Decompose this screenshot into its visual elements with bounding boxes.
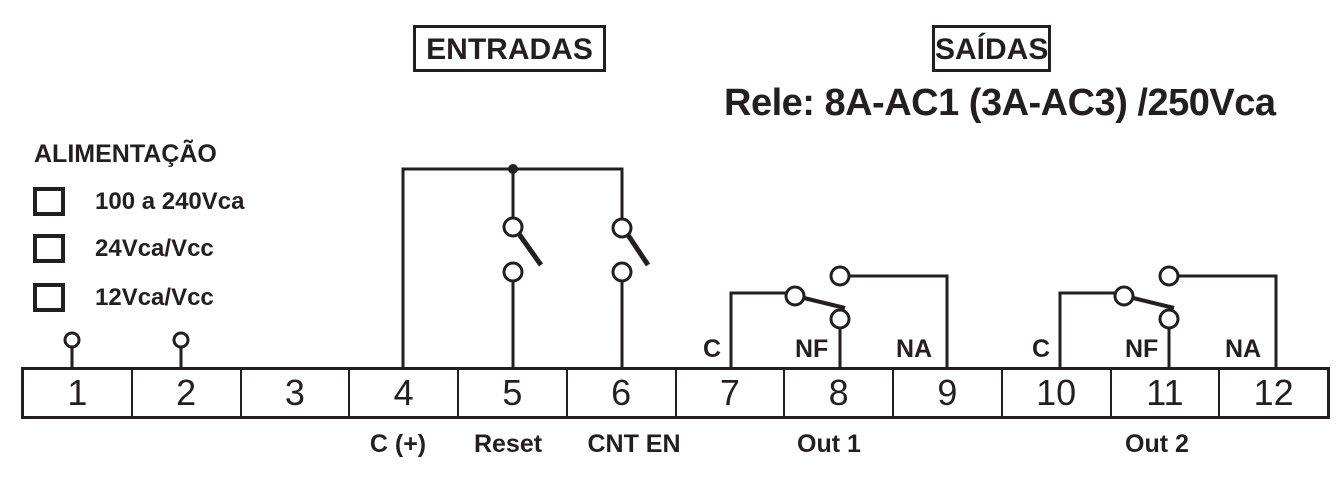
terminal-6-label: CNT EN: [587, 430, 681, 458]
power-option-12vca-vcc[interactable]: 12Vca/Vcc: [33, 283, 214, 312]
inputs-header: ENTRADAS: [413, 25, 606, 72]
out1-relay-icon: [729, 265, 949, 367]
outputs-header: SAÍDAS: [932, 25, 1051, 72]
terminal-6[interactable]: 6: [568, 370, 677, 416]
power-pin-2: [172, 331, 190, 368]
power-pin-1: [63, 331, 81, 368]
input-common-bus: [401, 164, 624, 368]
power-option-label: 12Vca/Vcc: [95, 283, 214, 311]
out1-common-label: C: [703, 335, 722, 363]
out2-nf-label: NF: [1125, 335, 1159, 363]
terminal-12[interactable]: 12: [1253, 372, 1294, 413]
cnt-en-switch-icon: [611, 217, 651, 368]
terminal-1[interactable]: 1: [24, 370, 133, 416]
out2-label: Out 2: [1125, 430, 1189, 458]
terminal-10[interactable]: 10: [1003, 370, 1112, 416]
terminal-9[interactable]: 9: [894, 370, 1003, 416]
terminal-4-label: C (+): [369, 430, 427, 458]
out1-nf-label: NF: [795, 335, 829, 363]
power-option-24vca-vcc[interactable]: 24Vca/Vcc: [33, 234, 214, 263]
out2-relay-icon: [1058, 265, 1278, 367]
terminal-4[interactable]: 4: [350, 370, 459, 416]
junction-dot: [508, 164, 518, 174]
power-option-100-240vca[interactable]: 100 a 240Vca: [33, 187, 244, 216]
out2-common-label: C: [1032, 335, 1051, 363]
reset-switch-icon: [502, 216, 544, 368]
terminal-5[interactable]: 5: [459, 370, 568, 416]
out2-na-label: NA: [1225, 335, 1262, 363]
out1-na-label: NA: [896, 335, 933, 363]
out1-label: Out 1: [797, 430, 861, 458]
checkbox-12vca-vcc[interactable]: [33, 283, 65, 312]
power-supply-title: ALIMENTAÇÃO: [34, 140, 217, 168]
terminal-5-label: Reset: [473, 430, 543, 458]
terminal-2[interactable]: 2: [133, 370, 242, 416]
terminal-8[interactable]: 8: [785, 370, 894, 416]
power-option-label: 24Vca/Vcc: [95, 234, 214, 262]
checkbox-24vca-vcc[interactable]: [33, 234, 65, 263]
terminal-7[interactable]: 7: [677, 370, 786, 416]
relay-rating: Rele: 8A-AC1 (3A-AC3) /250Vca: [724, 82, 1276, 124]
terminal-3[interactable]: 3: [242, 370, 351, 416]
terminal-strip: 1 2 3 4 5 6 7 8 9 10 11 12: [21, 367, 1330, 419]
checkbox-100-240vca[interactable]: [33, 187, 65, 216]
terminal-11[interactable]: 11: [1112, 370, 1221, 416]
power-option-label: 100 a 240Vca: [95, 187, 245, 215]
